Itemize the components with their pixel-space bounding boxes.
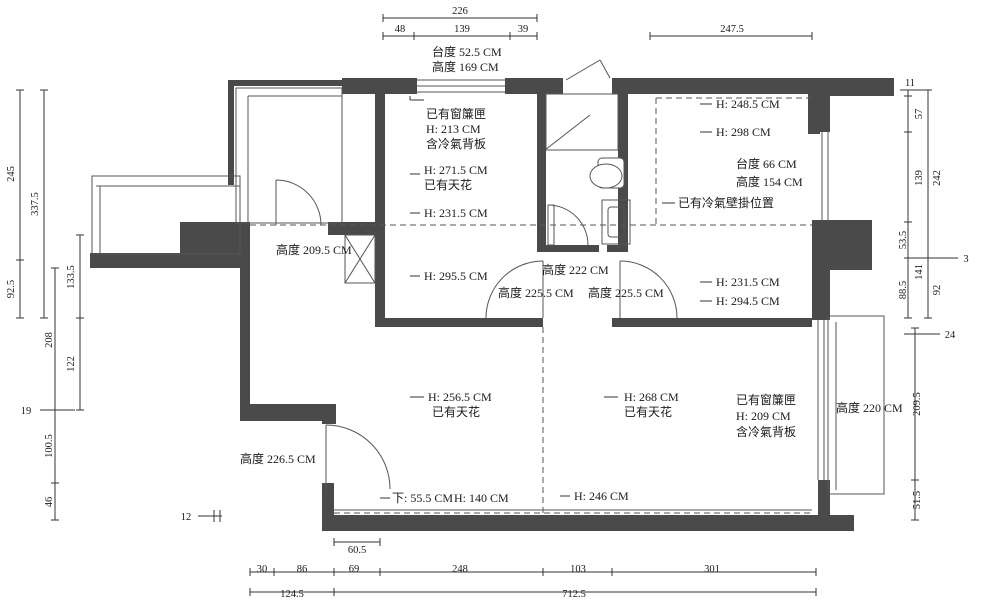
room-annotations: 台度 52.5 CM 高度 169 CM 已有窗簾匣 H: 213 CM 含冷氣… [240, 44, 903, 505]
label-h298: H: 298 CM [716, 125, 771, 139]
dim-bottom-248: 248 [452, 564, 468, 575]
dim-left-337-5: 337.5 [30, 192, 41, 216]
label-down-55-5: 下: 55.5 CM [392, 491, 453, 505]
label-h295-5: H: 295.5 CM [424, 269, 488, 283]
label-height-top-1: 高度 169 CM [432, 59, 499, 74]
dim-right-51-5: 51.5 [912, 491, 923, 509]
dim-left-92-5: 92.5 [6, 280, 17, 298]
label-ceiling-3: 已有天花 [624, 404, 672, 419]
label-height-226-5: 高度 226.5 CM [240, 451, 316, 466]
label-h209: H: 209 CM [736, 409, 791, 423]
label-h294-5: H: 294.5 CM [716, 294, 780, 308]
dim-bottom-12: 12 [181, 512, 192, 523]
dim-top-b: 139 [454, 24, 470, 35]
dim-right-24: 24 [945, 330, 956, 341]
label-h213: H: 213 CM [426, 122, 481, 136]
label-curtain-1: 已有窗簾匣 [426, 106, 486, 121]
dim-left-100-5: 100.5 [44, 434, 55, 458]
dim-left-208: 208 [44, 332, 55, 348]
walls [90, 78, 894, 531]
dimension-labels: 226 48 139 39 247.5 30 86 69 248 103 301… [6, 6, 969, 600]
dimension-lines [16, 14, 958, 596]
dim-bottom-712-5: 712.5 [562, 589, 586, 600]
dim-left-19: 19 [21, 406, 32, 417]
label-h140: H: 140 CM [454, 491, 509, 505]
label-h231-5-b: H: 231.5 CM [716, 275, 780, 289]
dim-bottom-124-5: 124.5 [280, 589, 304, 600]
label-h248-5: H: 248.5 CM [716, 97, 780, 111]
dim-left-122: 122 [66, 356, 77, 372]
dim-bottom-103: 103 [570, 564, 586, 575]
dim-top-total: 226 [452, 6, 468, 17]
dim-left-245: 245 [6, 166, 17, 182]
label-ceiling-2: 已有天花 [432, 404, 480, 419]
dim-bottom-301: 301 [704, 564, 720, 575]
label-ac-wall: 已有冷氣壁掛位置 [678, 195, 774, 210]
dim-right-209-5: 209.5 [912, 392, 923, 416]
dim-right-57: 57 [914, 109, 925, 120]
label-h246: H: 246 CM [574, 489, 629, 503]
label-h271-5: H: 271.5 CM [424, 163, 488, 177]
dim-top-a: 48 [395, 24, 406, 35]
label-sill-66: 台度 66 CM [736, 156, 797, 171]
dim-right-92: 92 [932, 285, 943, 296]
doors [275, 59, 678, 490]
dim-right-139: 139 [914, 170, 925, 186]
dim-bottom-30: 30 [257, 564, 268, 575]
label-height-154: 高度 154 CM [736, 174, 803, 189]
dim-top-right: 247.5 [720, 24, 744, 35]
label-h268: H: 268 CM [624, 390, 679, 404]
label-height-225-5-a: 高度 225.5 CM [498, 285, 574, 300]
label-ac-board-1: 含冷氣背板 [426, 136, 486, 151]
label-height-220: 高度 220 CM [836, 400, 903, 415]
label-ceiling-1: 已有天花 [424, 177, 472, 192]
dim-left-46: 46 [44, 497, 55, 508]
dim-right-3: 3 [963, 254, 968, 265]
label-height-222: 高度 222 CM [542, 262, 609, 277]
dim-bottom-60-5: 60.5 [348, 545, 366, 556]
label-sill-top-1: 台度 52.5 CM [432, 44, 502, 59]
toilet-icon [589, 157, 625, 189]
annotation-leaders [380, 96, 712, 499]
dim-top-c: 39 [518, 24, 529, 35]
label-height-225-5-b: 高度 225.5 CM [588, 285, 664, 300]
dim-right-53-5: 53.5 [898, 231, 909, 249]
label-h256-5: H: 256.5 CM [428, 390, 492, 404]
label-h231-5-a: H: 231.5 CM [424, 206, 488, 220]
window-lines [91, 79, 885, 515]
label-ac-board-2: 含冷氣背板 [736, 424, 796, 439]
dim-bottom-86: 86 [297, 564, 308, 575]
dim-right-242: 242 [932, 170, 943, 186]
dim-right-11: 11 [905, 78, 915, 89]
label-height-209-5: 高度 209.5 CM [276, 242, 352, 257]
label-curtain-2: 已有窗簾匣 [736, 392, 796, 407]
dim-bottom-69: 69 [349, 564, 360, 575]
dim-right-88-5: 88.5 [898, 281, 909, 299]
dim-left-133-5: 133.5 [66, 265, 77, 289]
dim-right-141: 141 [914, 264, 925, 280]
